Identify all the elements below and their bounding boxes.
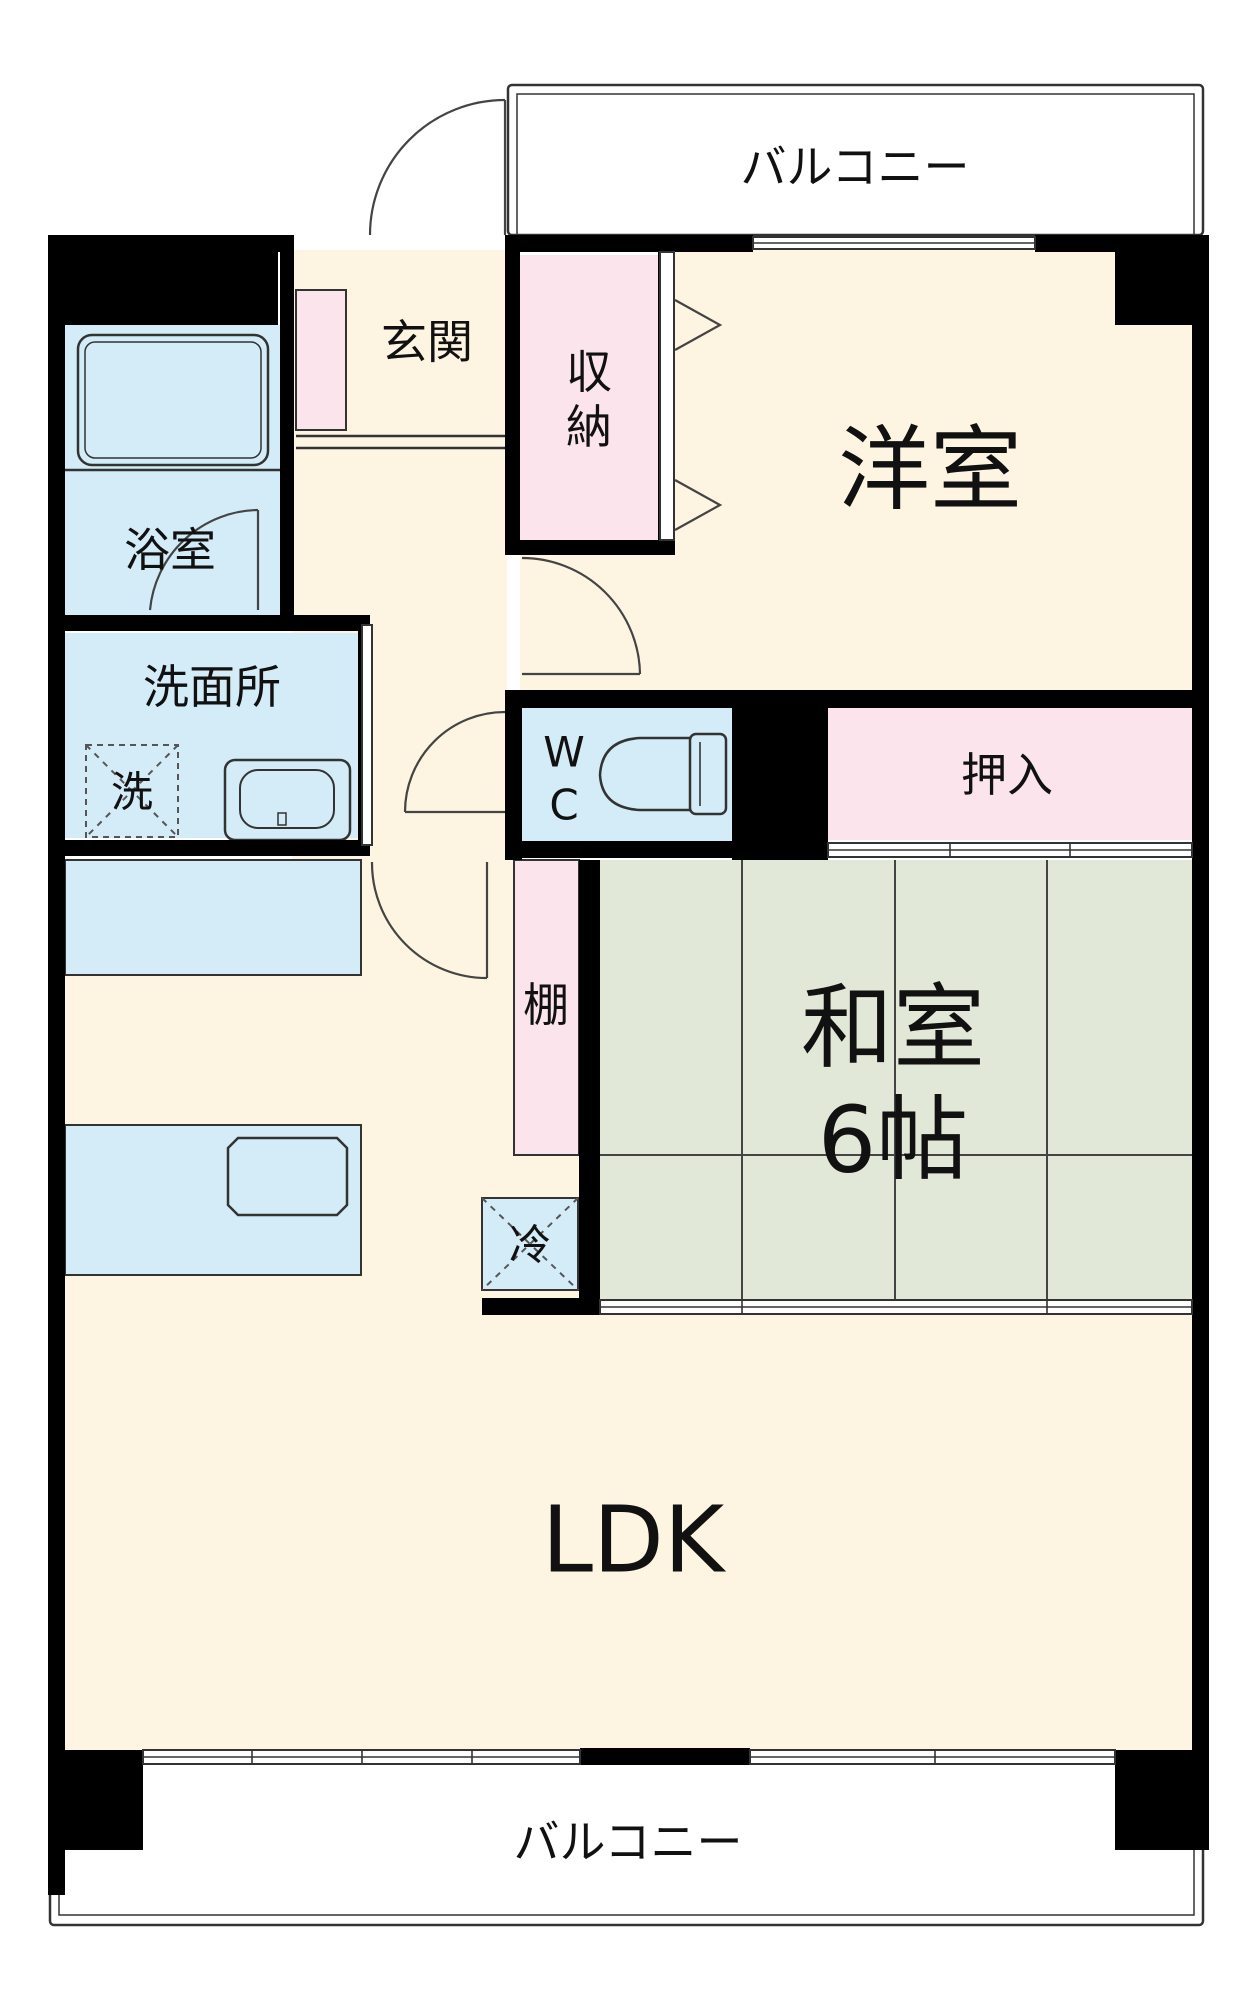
balcony-bottom-label: バルコニー <box>513 1815 742 1869</box>
wc-label-line2: C <box>549 781 578 830</box>
wc-label-line1: W <box>543 728 585 777</box>
oshiire-label: 押入 <box>961 748 1053 802</box>
washitsu-label-line1: 和室 <box>801 975 985 1082</box>
fridge-label: 冷 <box>509 1221 551 1270</box>
windows <box>142 236 1193 1765</box>
bathtub <box>76 333 270 467</box>
wash-basin-bowl <box>239 769 335 829</box>
kitchen-sink <box>226 1136 349 1217</box>
oshiire-floor <box>828 708 1192 840</box>
tana-shelf <box>513 859 580 1156</box>
yokushitsu-label: 浴室 <box>124 523 216 577</box>
kitchen-counter-top <box>64 859 362 976</box>
washer-label: 洗 <box>111 768 153 817</box>
yoshitsu-label: 洋室 <box>838 417 1022 524</box>
bathtub-inner <box>84 341 262 459</box>
senmenjo-label: 洗面所 <box>143 660 281 714</box>
balcony-top-rail <box>516 93 1195 236</box>
ldk-label: LDK <box>542 1487 727 1594</box>
washitsu-label-line2: 6帖 <box>818 1087 969 1194</box>
tana-label: 棚 <box>523 978 569 1032</box>
balcony-top-label: バルコニー <box>740 140 969 194</box>
shoe-closet <box>295 289 347 431</box>
shuno-label-line2: 納 <box>566 400 612 454</box>
shuno-label-line1: 収 <box>566 345 612 399</box>
genkan-label: 玄関 <box>381 315 473 369</box>
doors <box>148 98 723 980</box>
shuno-floor <box>520 255 658 540</box>
toilet <box>598 732 728 816</box>
yoshitsu-lower-floor <box>520 555 1192 690</box>
